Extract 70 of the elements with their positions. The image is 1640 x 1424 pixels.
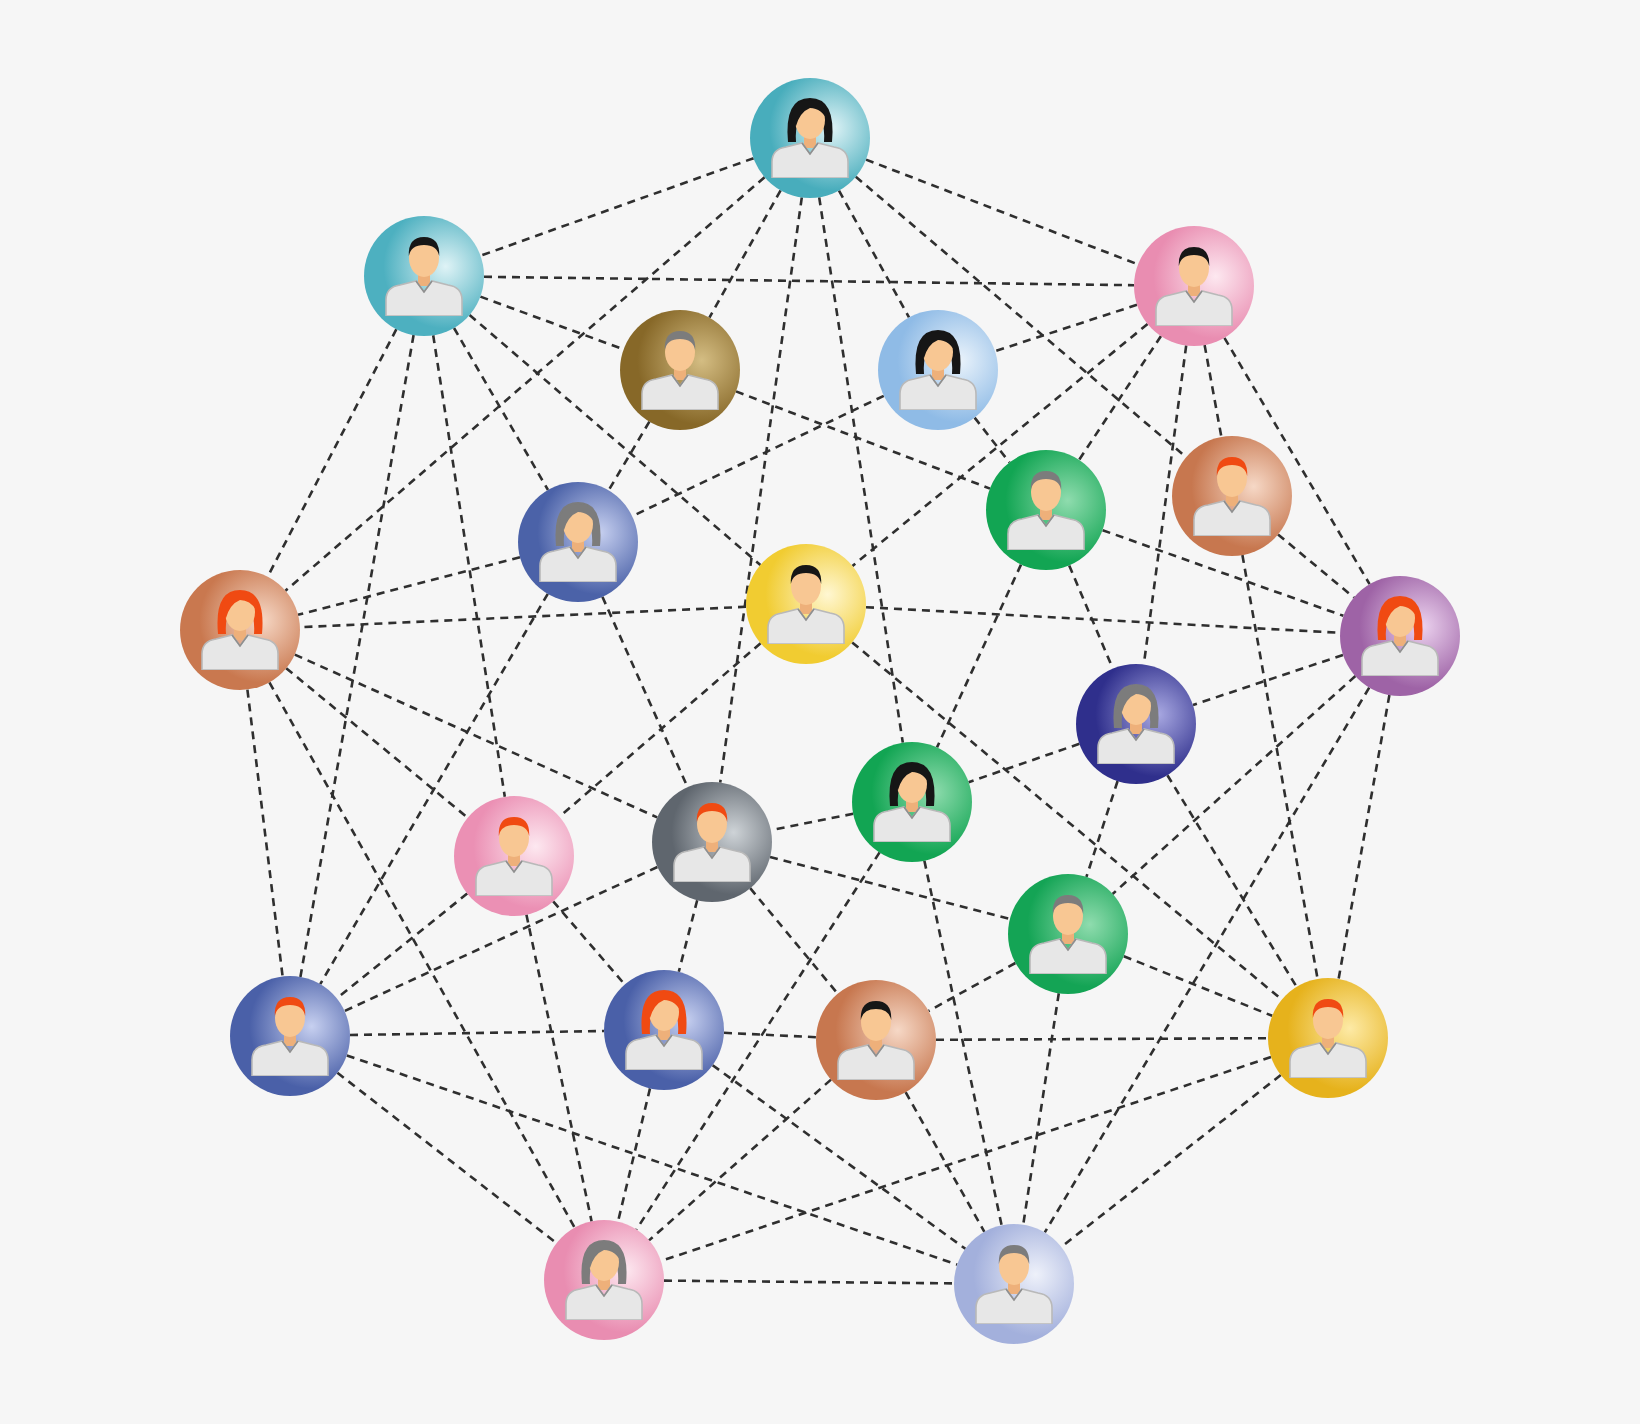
dashed-connector: [936, 1036, 1268, 1042]
dashed-connector: [1060, 1073, 1282, 1249]
dashed-connector: [664, 1279, 954, 1285]
dashed-connector: [851, 641, 1283, 1001]
dashed-connector: [349, 1029, 605, 1037]
dashed-connector: [1277, 533, 1355, 599]
dashed-connector: [994, 303, 1138, 353]
dashed-connector: [336, 892, 468, 1000]
dashed-connector: [246, 689, 284, 977]
dashed-connector: [601, 596, 689, 788]
dashed-connector: [294, 653, 658, 819]
dashed-connector: [817, 197, 905, 743]
dashed-connector: [266, 328, 398, 578]
dashed-connector: [660, 1055, 1272, 1263]
dashed-connector: [1241, 554, 1319, 980]
dashed-connector: [431, 335, 507, 797]
dashed-connector: [484, 275, 1134, 287]
dashed-connector: [344, 865, 658, 1013]
dashed-connector: [865, 158, 1139, 266]
dashed-connector: [1203, 344, 1223, 438]
dashed-connector: [1166, 774, 1298, 988]
dashed-connector: [552, 900, 626, 986]
dashed-connector: [723, 1031, 817, 1039]
dashed-connector: [904, 1091, 986, 1233]
dashed-connector: [923, 860, 1003, 1226]
dashed-connector: [1085, 780, 1119, 878]
dashed-connector: [865, 605, 1341, 635]
dashed-connector: [268, 681, 576, 1229]
dashed-connector: [1021, 993, 1061, 1225]
dashed-connector: [616, 1088, 652, 1222]
dashed-connector: [851, 323, 1149, 567]
dashed-connector: [973, 416, 1011, 464]
dashed-connector: [319, 593, 549, 985]
dashed-connector: [1192, 653, 1344, 707]
dashed-connector: [525, 914, 593, 1222]
dashed-connector: [297, 555, 521, 617]
dashed-connector: [769, 855, 1011, 921]
dashed-connector: [749, 887, 839, 995]
dashed-connector: [677, 899, 699, 973]
dashed-connector: [284, 176, 766, 592]
dashed-connector: [718, 197, 804, 783]
dashed-connector: [648, 1078, 832, 1242]
dashed-connector: [1337, 694, 1391, 980]
dashed-connector: [1123, 955, 1273, 1017]
dashed-connector: [1102, 528, 1344, 618]
dashed-connector: [558, 642, 762, 818]
dashed-connector: [854, 175, 1188, 459]
dashed-connector: [1223, 337, 1371, 585]
dashed-connector: [1043, 686, 1371, 1234]
dashed-connector: [452, 327, 550, 491]
dashed-connector: [837, 189, 911, 319]
dashed-connector: [479, 295, 625, 351]
dashed-connector: [299, 334, 415, 978]
dashed-connector: [299, 605, 747, 629]
dashed-connector: [708, 189, 782, 319]
dashed-connector: [968, 742, 1080, 784]
dashed-connector: [1077, 335, 1163, 461]
dashed-connector: [607, 420, 651, 492]
dashed-connector: [1142, 345, 1188, 665]
dashed-connector: [1111, 675, 1357, 895]
dashed-connector: [631, 394, 885, 518]
dashed-connector: [346, 1054, 958, 1266]
dashed-connector: [711, 1064, 967, 1250]
dashed-connector: [479, 156, 755, 258]
dashed-connector: [935, 564, 1023, 748]
dashed-connector: [927, 961, 1017, 1013]
dashed-connector: [336, 1071, 558, 1245]
dashed-connector: [285, 667, 469, 819]
dashed-connector: [735, 390, 991, 490]
dashed-connector: [468, 314, 762, 566]
